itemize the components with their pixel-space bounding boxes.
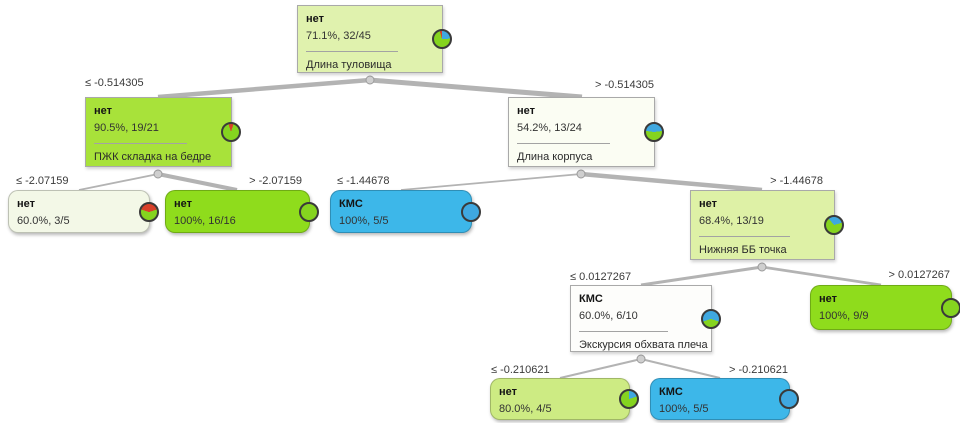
tree-leaf-kms-100-5-right[interactable]: КМС 100%, 5/5 bbox=[650, 378, 799, 420]
node-stat: 100%, 5/5 bbox=[659, 403, 709, 415]
edge-label: ≤ -0.514305 bbox=[85, 77, 144, 89]
edge-label: ≤ 0.0127267 bbox=[570, 271, 632, 283]
edge-label: ≤ -2.07159 bbox=[16, 175, 69, 187]
node-class-label: нет bbox=[819, 293, 838, 305]
tree-edge bbox=[400, 173, 582, 191]
tree-node-nizhnyaya-bb-tochka[interactable]: нет 68.4%, 13/19 Нижняя ББ точка bbox=[690, 190, 844, 260]
tree-edge bbox=[640, 358, 721, 379]
tree-edge bbox=[78, 173, 159, 191]
tree-edge bbox=[640, 265, 763, 287]
tree-node-root[interactable]: нет 71.1%, 32/45 Длина туловища bbox=[297, 5, 452, 73]
node-class-label: нет bbox=[517, 105, 536, 117]
tree-edge bbox=[761, 265, 882, 287]
node-split-attribute: Длина корпуса bbox=[517, 151, 593, 163]
node-separator bbox=[94, 143, 187, 144]
branch-junction-dot bbox=[365, 75, 375, 85]
node-class-label: КМС bbox=[659, 386, 683, 398]
node-stat: 60.0%, 6/10 bbox=[579, 310, 638, 322]
node-separator bbox=[306, 51, 399, 52]
tree-leaf-net-100-16[interactable]: нет 100%, 16/16 bbox=[165, 190, 319, 233]
node-separator bbox=[579, 331, 669, 332]
class-distribution-pie-icon bbox=[824, 215, 844, 235]
node-class-label: КМС bbox=[339, 198, 363, 210]
class-distribution-pie-icon bbox=[461, 201, 481, 222]
tree-node-dlina-korpusa[interactable]: нет 54.2%, 13/24 Длина корпуса bbox=[508, 97, 664, 167]
node-stat: 100%, 16/16 bbox=[174, 215, 236, 227]
tree-edge bbox=[157, 172, 238, 192]
class-distribution-pie-icon bbox=[139, 201, 159, 222]
edge-label: > -1.44678 bbox=[770, 175, 823, 187]
node-split-attribute: Длина туловища bbox=[306, 59, 392, 71]
edge-label: > -0.514305 bbox=[594, 79, 654, 91]
node-class-label: нет bbox=[94, 105, 113, 117]
branch-junction-dot bbox=[576, 169, 586, 179]
class-distribution-pie-icon bbox=[941, 297, 960, 318]
tree-edge bbox=[369, 77, 583, 100]
tree-leaf-net-60[interactable]: нет 60.0%, 3/5 bbox=[8, 190, 159, 233]
node-stat: 100%, 9/9 bbox=[819, 310, 869, 322]
tree-edge bbox=[157, 77, 371, 100]
tree-leaf-net-80[interactable]: нет 80.0%, 4/5 bbox=[490, 378, 639, 420]
tree-edge bbox=[559, 358, 642, 379]
tree-node-ekskursiya-obkhvata-plecha[interactable]: КМС 60.0%, 6/10 Экскурсия обхвата плеча bbox=[570, 285, 721, 352]
tree-leaf-kms-100-5-left[interactable]: КМС 100%, 5/5 bbox=[330, 190, 481, 233]
branch-junction-dot bbox=[636, 354, 646, 364]
node-separator bbox=[517, 143, 610, 144]
node-split-attribute: Экскурсия обхвата плеча bbox=[579, 339, 708, 351]
node-stat: 90.5%, 19/21 bbox=[94, 122, 159, 134]
tree-edge bbox=[580, 171, 763, 193]
node-class-label: КМС bbox=[579, 293, 603, 305]
edge-label: > -0.210621 bbox=[728, 364, 788, 376]
class-distribution-pie-icon bbox=[779, 389, 799, 409]
node-stat: 80.0%, 4/5 bbox=[499, 403, 552, 415]
tree-leaf-net-100-9[interactable]: нет 100%, 9/9 bbox=[810, 285, 960, 330]
node-class-label: нет bbox=[17, 198, 36, 210]
node-class-label: нет bbox=[306, 13, 325, 25]
class-distribution-pie-icon bbox=[644, 122, 664, 142]
node-class-label: нет bbox=[499, 386, 518, 398]
class-distribution-pie-icon bbox=[299, 201, 319, 222]
node-stat: 100%, 5/5 bbox=[339, 215, 389, 227]
branch-junction-dot bbox=[757, 262, 767, 272]
node-stat: 68.4%, 13/19 bbox=[699, 215, 764, 227]
edge-label: ≤ -0.210621 bbox=[491, 364, 550, 376]
edge-label: > 0.0127267 bbox=[888, 269, 950, 281]
node-class-label: нет bbox=[699, 198, 718, 210]
node-stat: 54.2%, 13/24 bbox=[517, 122, 582, 134]
node-class-label: нет bbox=[174, 198, 193, 210]
edge-label: ≤ -1.44678 bbox=[337, 175, 390, 187]
class-distribution-pie-icon bbox=[619, 389, 639, 409]
node-stat: 71.1%, 32/45 bbox=[306, 30, 371, 42]
class-distribution-pie-icon bbox=[701, 308, 721, 329]
node-separator bbox=[699, 236, 791, 237]
node-stat: 60.0%, 3/5 bbox=[17, 215, 70, 227]
edge-label: > -2.07159 bbox=[249, 175, 302, 187]
tree-node-pjk-skladka[interactable]: нет 90.5%, 19/21 ПЖК складка на бедре bbox=[85, 97, 241, 167]
class-distribution-pie-icon bbox=[221, 122, 241, 142]
class-distribution-pie-icon bbox=[432, 29, 452, 49]
node-split-attribute: Нижняя ББ точка bbox=[699, 244, 787, 256]
node-split-attribute: ПЖК складка на бедре bbox=[94, 151, 212, 163]
branch-junction-dot bbox=[153, 169, 163, 179]
